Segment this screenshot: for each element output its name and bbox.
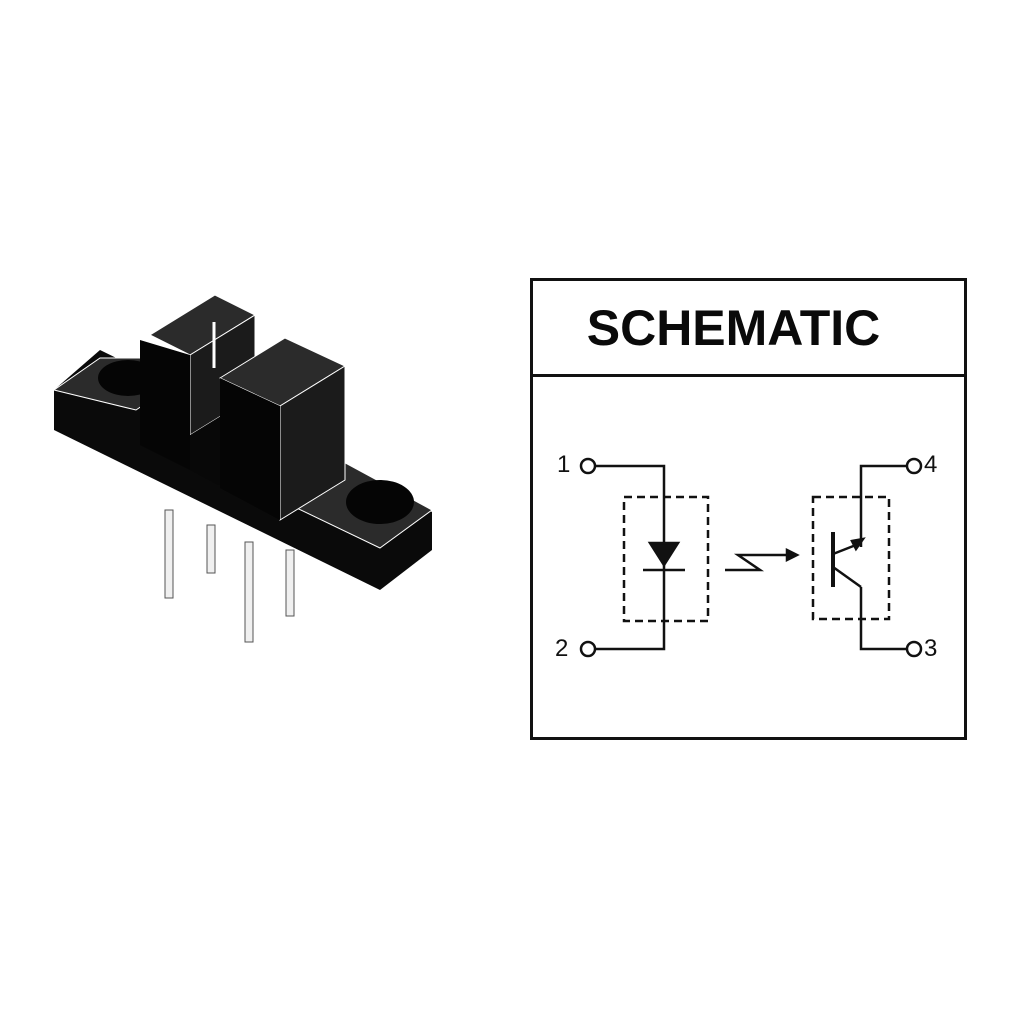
pin-4-label: 4 bbox=[924, 451, 938, 478]
schematic-panel: SCHEMATIC bbox=[530, 278, 967, 740]
pin-2-label: 2 bbox=[555, 635, 569, 662]
schematic-header: SCHEMATIC bbox=[533, 281, 964, 377]
light-coupling-arrow-icon bbox=[725, 547, 800, 572]
optical-switch-illustration bbox=[40, 280, 460, 660]
phototransistor-emitter-arrow-icon bbox=[850, 537, 866, 552]
schematic-diagram: 1 2 3 4 bbox=[533, 377, 964, 737]
led-diode-icon bbox=[647, 541, 681, 568]
detector-circuit bbox=[811, 457, 923, 658]
pin-1-label: 1 bbox=[557, 451, 571, 478]
emitter-circuit bbox=[579, 457, 710, 658]
pin-3-label: 3 bbox=[924, 635, 938, 662]
lead-pins bbox=[164, 509, 295, 643]
schematic-title: SCHEMATIC bbox=[586, 299, 881, 356]
